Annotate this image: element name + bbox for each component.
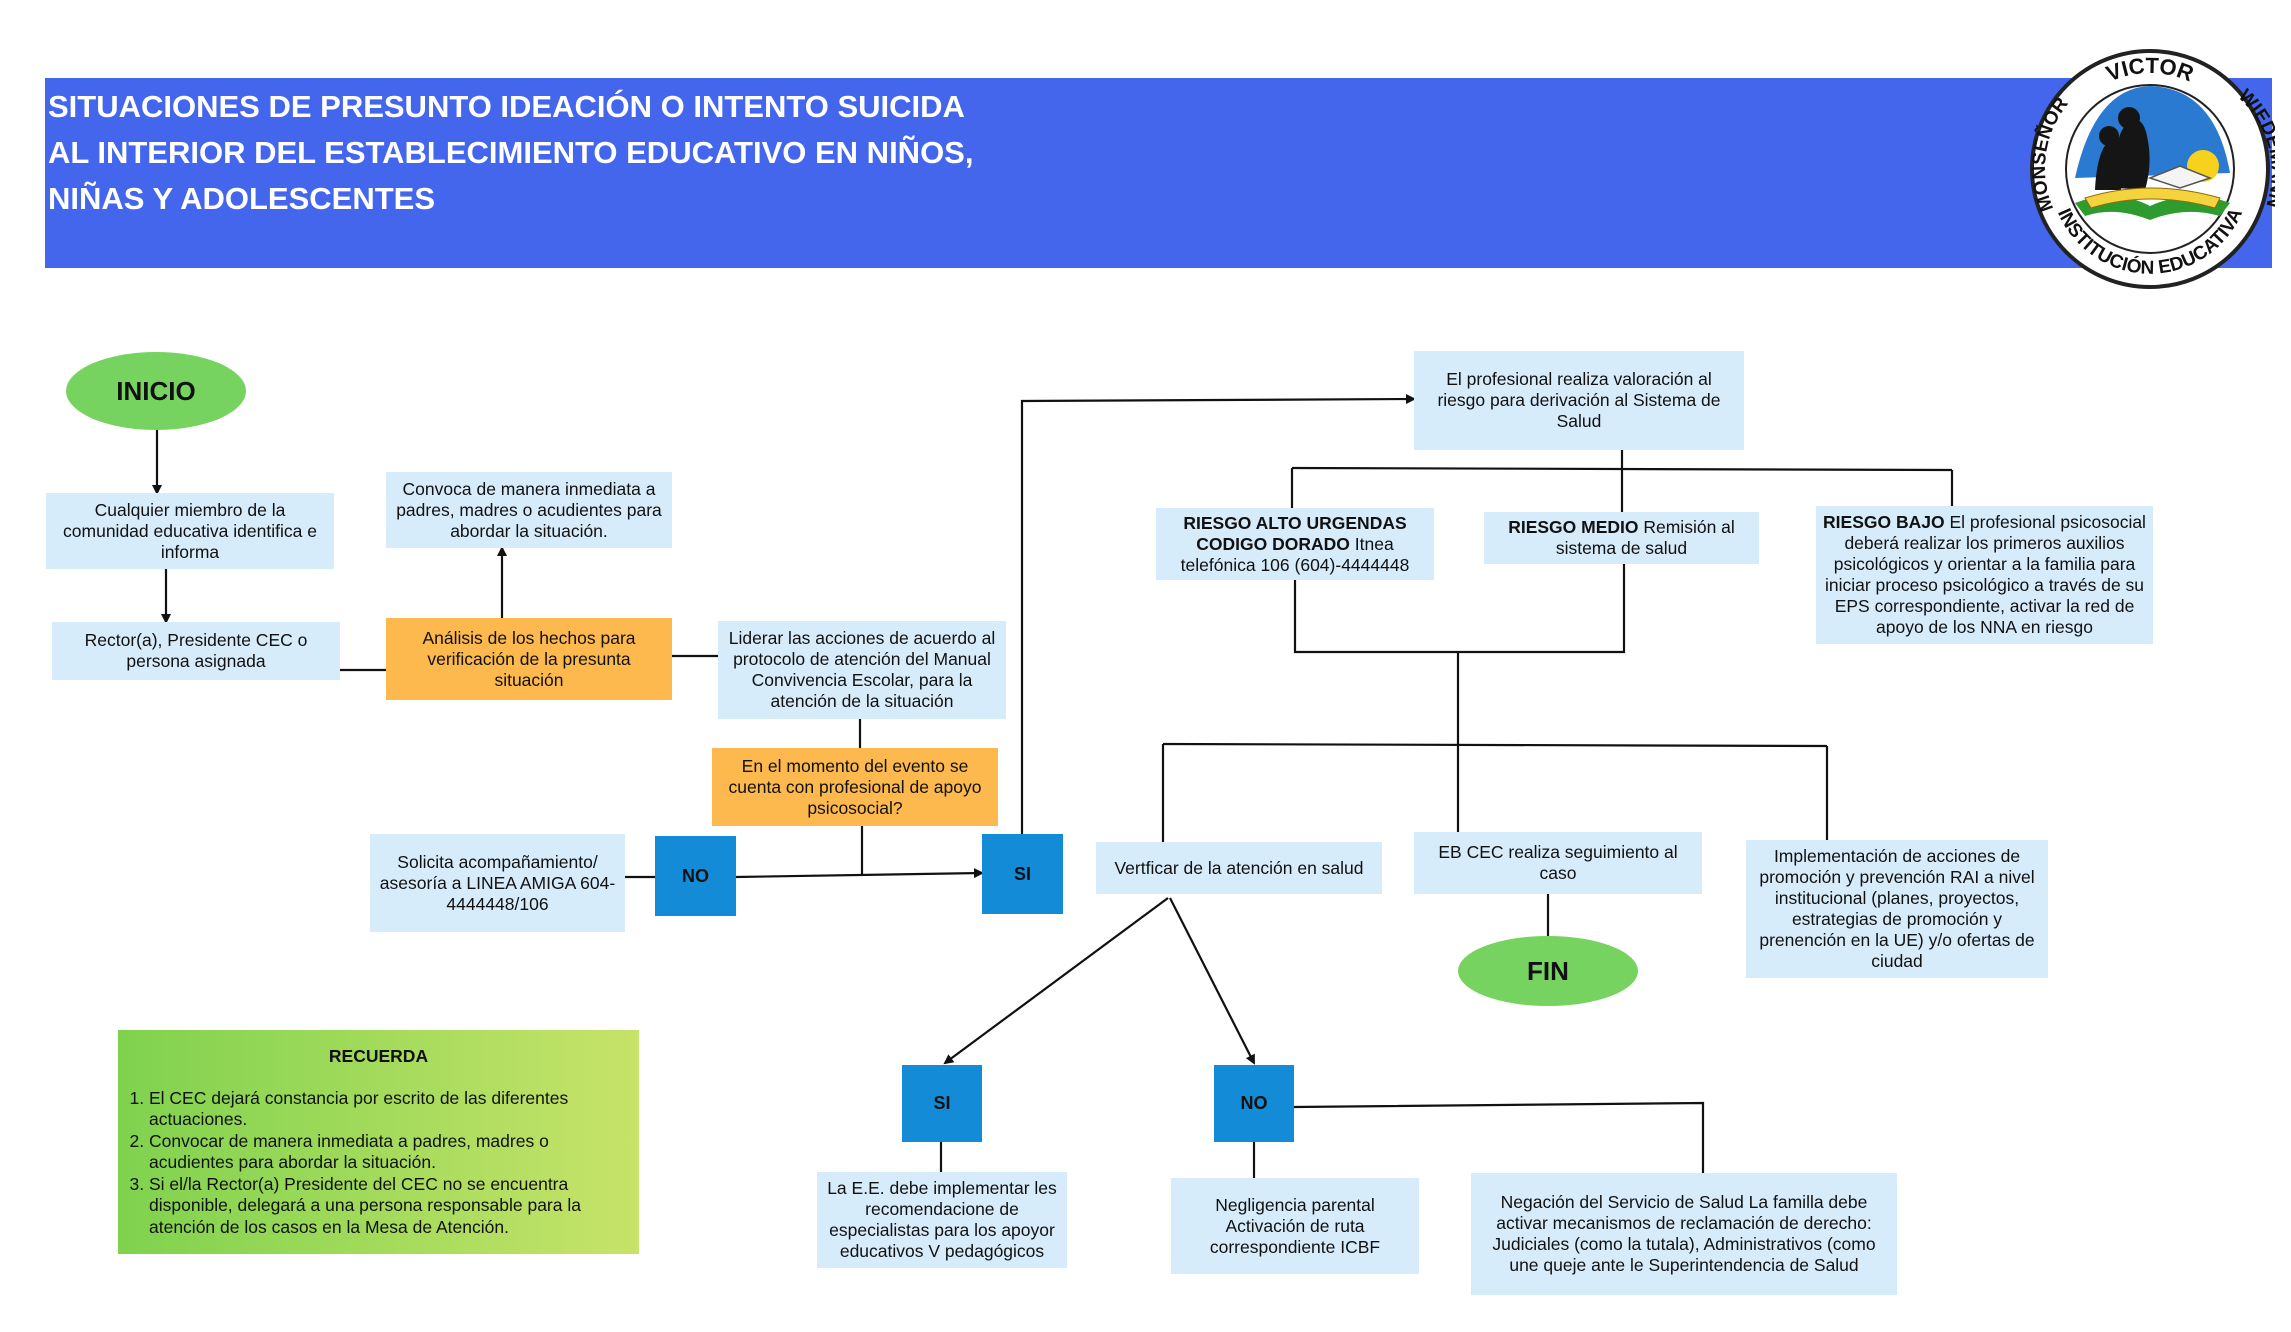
rector-text: Rector(a), Presidente CEC o persona asig… [84, 630, 308, 671]
title-line: AL INTERIOR DEL ESTABLECIMIENTO EDUCATIV… [48, 135, 974, 170]
school-logo: VICTOR MONSEÑOR WIEDEMANN INSTITUCIÓN ED… [2029, 49, 2275, 289]
arrow-si-valoracion [1020, 394, 1416, 834]
seguimiento-box: EB CEC realiza seguimiento al caso [1414, 832, 1702, 894]
start-node: INICIO [66, 352, 246, 430]
title-line: NIÑAS Y ADOLESCENTES [48, 181, 436, 216]
decision-no-2: NO [1214, 1065, 1294, 1142]
negacion-box: Negación del Servicio de Salud La famill… [1471, 1173, 1897, 1295]
page-title: SITUACIONES DE PRESUNTO IDEACIÓN O INTEN… [48, 84, 1148, 222]
decision-si-1: SI [982, 834, 1063, 914]
recuerda-item: Si el/la Rector(a) Presidente del CEC no… [149, 1174, 621, 1239]
title-line: SITUACIONES DE PRESUNTO IDEACIÓN O INTEN… [48, 89, 965, 124]
solicita-text: Solicita acompañamiento/ asesoría a LINE… [379, 851, 616, 914]
valoracion-box: El profesional realiza valoración al rie… [1414, 351, 1744, 450]
seguimiento-text: EB CEC realiza seguimiento al caso [1438, 842, 1678, 883]
analisis-text: Análisis de los hechos para verificación… [422, 627, 636, 690]
riesgo-bajo-label: RIESGO BAJO [1823, 512, 1945, 532]
arrow-no-si [735, 868, 984, 879]
recuerda-title: RECUERDA [328, 1046, 429, 1066]
verificar-box: Vertficar de la atención en salud [1096, 842, 1382, 894]
pregunta-box: En el momento del evento se cuenta con p… [712, 748, 998, 826]
end-node: FIN [1458, 936, 1638, 1006]
decision-no-1: NO [655, 836, 736, 916]
riesgo-alto-label: RIESGO ALTO URGENDAS CODIGO DORADO [1183, 512, 1407, 554]
valoracion-text: El profesional realiza valoración al rie… [1437, 369, 1721, 431]
convoca-box: Convoca de manera inmediata a padres, ma… [386, 472, 672, 548]
header-banner [45, 78, 2272, 268]
implementar-box: La E.E. debe implementar les recomendaci… [817, 1172, 1067, 1268]
identifica-text: Cualquier miembro de la comunidad educat… [63, 499, 317, 562]
liderar-text: Liderar las acciones de acuerdo al proto… [728, 628, 996, 711]
arrow-verificar-si [943, 897, 1169, 1065]
verificar-text: Vertficar de la atención en salud [1114, 857, 1364, 878]
recuerda-item: El CEC dejará constancia por escrito de … [149, 1088, 621, 1131]
riesgo-medio-text: Remisión al sistema de salud [1555, 517, 1735, 558]
analisis-box: Análisis de los hechos para verificación… [386, 618, 672, 700]
solicita-box: Solicita acompañamiento/ asesoría a LINE… [370, 834, 625, 932]
rector-box: Rector(a), Presidente CEC o persona asig… [52, 622, 340, 680]
convoca-text: Convoca de manera inmediata a padres, ma… [396, 478, 662, 541]
negacion-text: Negación del Servicio de Salud La famill… [1492, 1192, 1876, 1275]
line-outcome-bar [1162, 742, 1828, 748]
riesgo-bajo-text: El profesional psicosocial deberá realiz… [1824, 512, 2146, 637]
riesgo-bajo-box: RIESGO BAJO El profesional psicosocial d… [1816, 506, 2153, 644]
line-riesgo-merge [1293, 564, 1626, 654]
arrow-verificar-no [1169, 897, 1255, 1065]
identifica-box: Cualquier miembro de la comunidad educat… [46, 493, 334, 569]
recuerda-item: Convocar de manera inmediata a padres, m… [149, 1131, 621, 1174]
implementar-text: La E.E. debe implementar les recomendaci… [827, 1178, 1057, 1261]
decision-si-2: SI [902, 1065, 982, 1142]
line-no-negacion [1293, 1101, 1705, 1173]
negligencia-box: Negligencia parental Activación de ruta … [1171, 1178, 1419, 1274]
riesgo-medio-box: RIESGO MEDIO Remisión al sistema de salu… [1484, 512, 1759, 564]
recuerda-note: RECUERDA El CEC dejará constancia por es… [118, 1030, 639, 1254]
implementacion-text: Implementación de acciones de promoción … [1759, 846, 2035, 971]
implementacion-box: Implementación de acciones de promoción … [1746, 840, 2048, 978]
riesgo-medio-label: RIESGO MEDIO [1508, 517, 1639, 537]
negligencia-text: Negligencia parental Activación de ruta … [1209, 1194, 1381, 1257]
riesgo-alto-text: Itnea telefónica 106 (604)-4444448 [1180, 533, 1410, 575]
riesgo-alto-box: RIESGO ALTO URGENDAS CODIGO DORADO Itnea… [1156, 508, 1434, 580]
liderar-box: Liderar las acciones de acuerdo al proto… [718, 621, 1006, 719]
pregunta-text: En el momento del evento se cuenta con p… [728, 755, 982, 818]
recuerda-list: El CEC dejará constancia por escrito de … [136, 1088, 621, 1239]
